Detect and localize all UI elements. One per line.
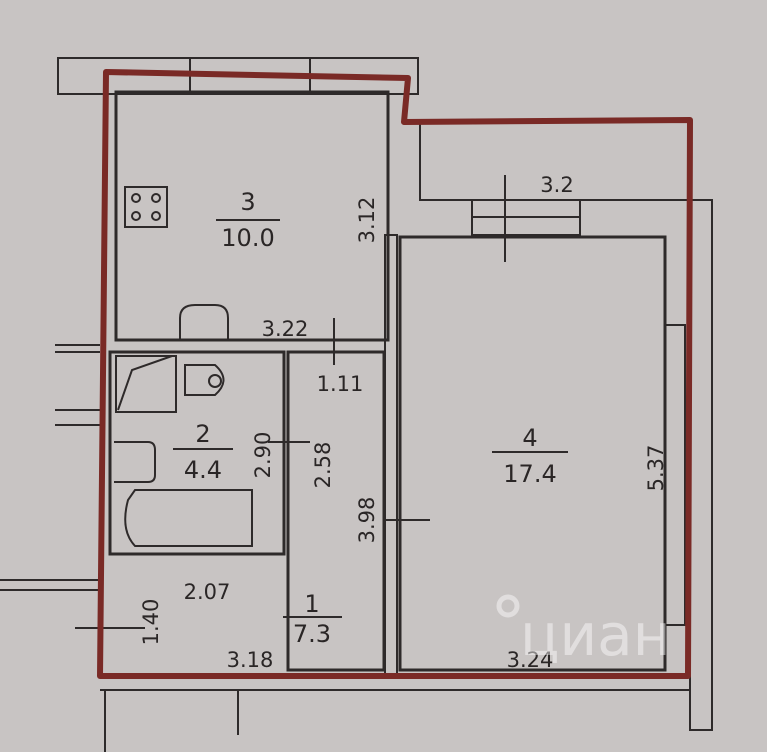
toilet-icon bbox=[184, 364, 225, 396]
dimension-label: 2.58 bbox=[311, 442, 335, 489]
outer-walls bbox=[0, 57, 713, 752]
washbasin-icon bbox=[114, 441, 156, 483]
dimension-label: 3.22 bbox=[262, 317, 309, 341]
room-number: 3 bbox=[240, 188, 255, 216]
room-bathroom bbox=[108, 350, 310, 556]
location-pin-icon bbox=[496, 594, 520, 618]
dimension-label: 1.40 bbox=[139, 599, 163, 646]
room-area: 7.3 bbox=[293, 620, 331, 648]
dimension-label: 3.24 bbox=[507, 648, 554, 672]
bathtub-icon bbox=[124, 489, 253, 547]
dimension-label: 3.2 bbox=[540, 173, 573, 197]
room-area: 10.0 bbox=[221, 224, 274, 252]
dimension-label: 2.07 bbox=[184, 580, 231, 604]
room-area: 17.4 bbox=[503, 460, 556, 488]
dimension-label: 5.37 bbox=[644, 445, 668, 492]
room-number: 1 bbox=[304, 590, 319, 618]
balcony bbox=[419, 122, 690, 262]
apartment-outline bbox=[97, 69, 693, 679]
stove-icon bbox=[124, 186, 168, 228]
cian-watermark: циан bbox=[496, 594, 671, 669]
dimension-label: 1.11 bbox=[317, 372, 364, 396]
dimension-label: 3.18 bbox=[227, 648, 274, 672]
sink-icon bbox=[179, 304, 229, 340]
watermark-logo: циан bbox=[520, 601, 671, 669]
room-area: 4.4 bbox=[184, 456, 222, 484]
room-number: 2 bbox=[195, 420, 210, 448]
dimension-label: 3.98 bbox=[355, 497, 379, 544]
dimension-label: 2.90 bbox=[251, 432, 275, 479]
room-number: 4 bbox=[522, 424, 537, 452]
shower-icon bbox=[117, 355, 173, 411]
dimension-label: 3.12 bbox=[355, 197, 379, 244]
room-kitchen bbox=[114, 90, 390, 365]
room-hall bbox=[75, 234, 430, 676]
room-living bbox=[398, 235, 686, 672]
